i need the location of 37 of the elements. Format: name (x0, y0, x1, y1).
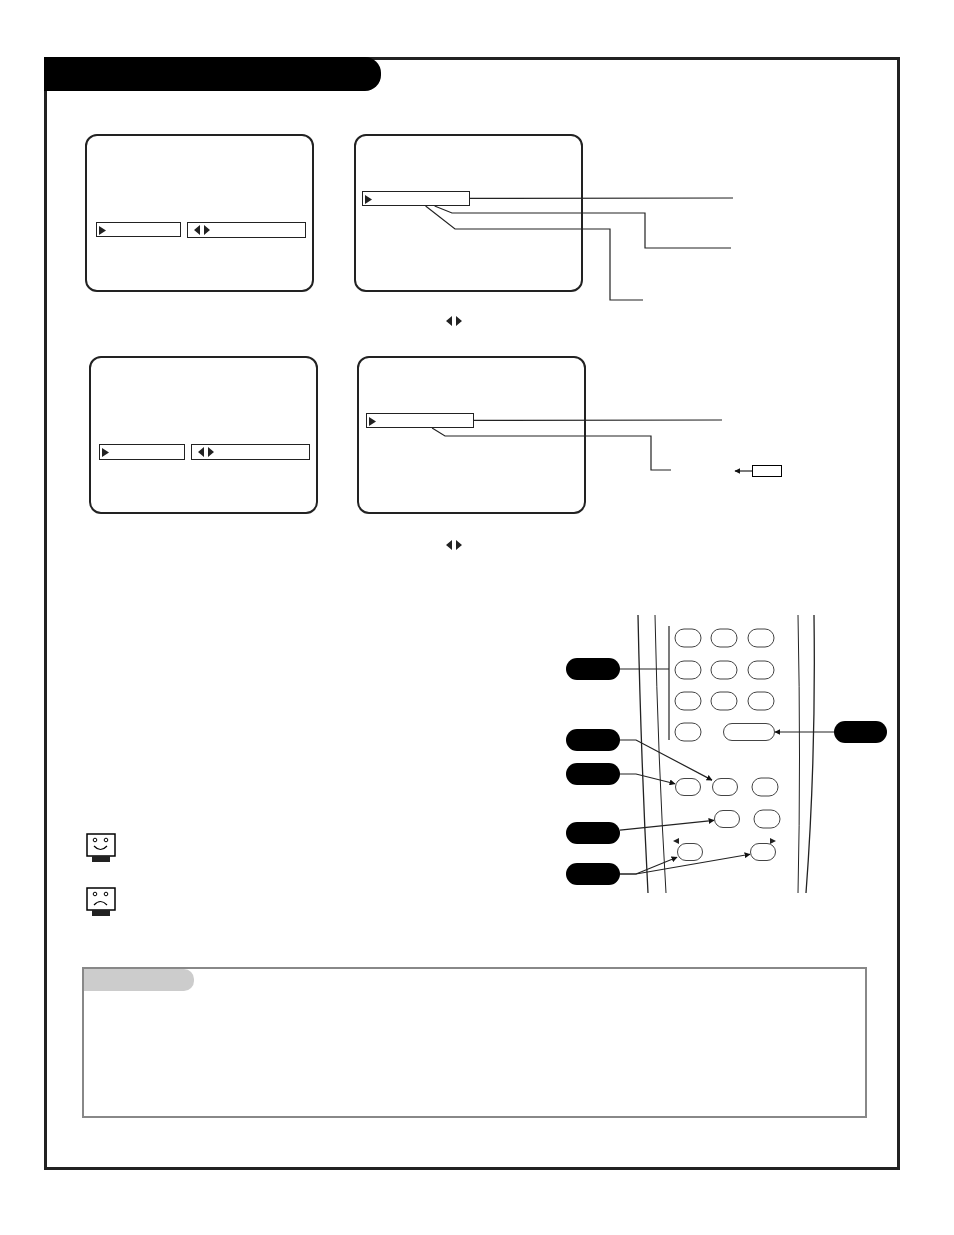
arrow (619, 773, 676, 786)
menu-screen (354, 134, 583, 292)
menu-highlight-bar (362, 191, 470, 206)
note-panel (82, 967, 867, 1118)
leader-line (425, 205, 644, 301)
arrow (774, 729, 835, 735)
note-tab (84, 969, 194, 991)
menu-highlight-bar (191, 444, 310, 460)
menu-screen (85, 134, 314, 292)
callout-pill (566, 863, 620, 885)
arrow (619, 817, 715, 831)
menu-screen (357, 356, 586, 514)
leader-line (431, 427, 672, 471)
remote-button (750, 843, 776, 861)
remote-button (723, 723, 775, 741)
callout-pill (834, 721, 887, 743)
callout-pill (566, 822, 620, 844)
menu-screen (89, 356, 318, 514)
remote-button (712, 778, 738, 796)
remote-button (675, 778, 701, 796)
arrow (619, 852, 751, 875)
menu-highlight-bar (366, 413, 474, 428)
leader-line (619, 668, 670, 670)
leader-line (473, 419, 723, 421)
arrow (734, 468, 753, 474)
callout-pill (566, 658, 620, 680)
remote-button (677, 843, 703, 861)
menu-highlight-bar (99, 444, 185, 460)
small-box (752, 465, 782, 477)
leader-line (469, 197, 734, 199)
remote-button (714, 810, 740, 828)
menu-highlight-bar (96, 222, 181, 237)
callout-pill (566, 763, 620, 785)
callout-pill (566, 729, 620, 751)
menu-highlight-bar (187, 222, 306, 238)
arrow (619, 739, 713, 781)
leader-line (434, 205, 732, 249)
